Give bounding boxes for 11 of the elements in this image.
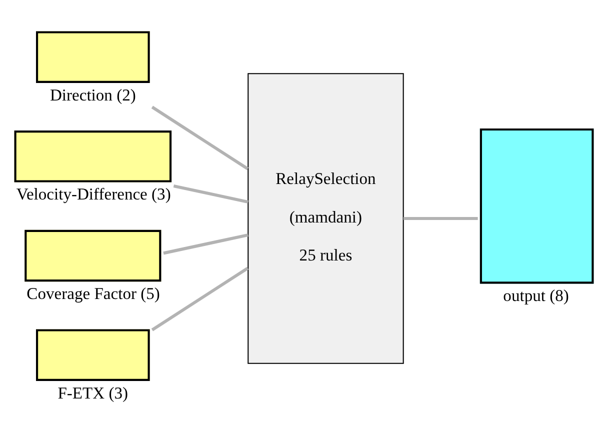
node-box: RelaySelection (mamdani) 25 rules: [248, 72, 404, 364]
connector: [151, 105, 249, 170]
connector: [173, 184, 248, 204]
connector: [163, 232, 248, 254]
node-label: Coverage Factor (5): [26, 284, 160, 303]
connector: [403, 216, 478, 220]
connector: [151, 266, 249, 331]
node-label: Velocity-Difference (3): [16, 184, 171, 204]
node-label: Direction (2): [50, 84, 136, 104]
node-label: output (8): [503, 286, 569, 305]
node-label: F-ETX (3): [58, 382, 128, 402]
